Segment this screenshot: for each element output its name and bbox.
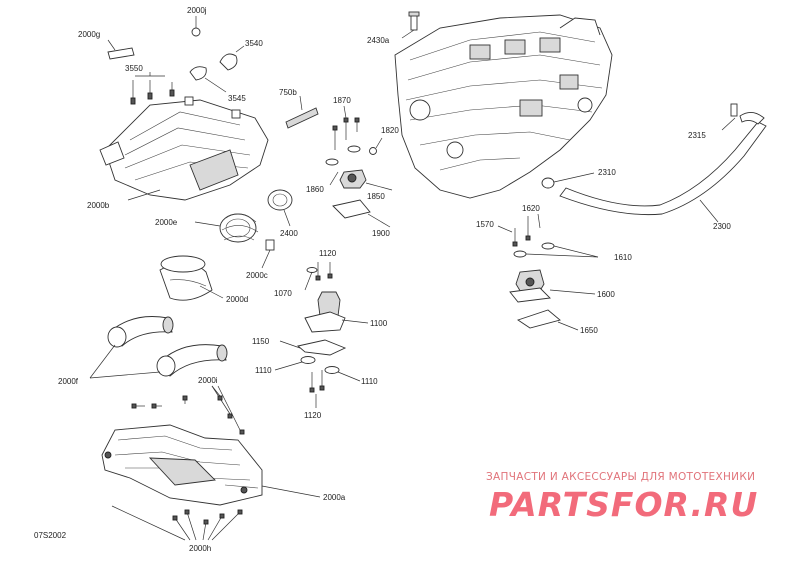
label-1120-lower: 1120 (304, 411, 322, 420)
bolts-2000h (111, 505, 243, 541)
label-2000h: 2000h (189, 544, 211, 553)
bolts-1870 (332, 105, 360, 150)
label-2300: 2300 (713, 222, 731, 231)
label-2000i: 2000i (198, 376, 218, 385)
label-1070: 1070 (274, 289, 292, 298)
label-2000j: 2000j (187, 6, 207, 15)
label-1610: 1610 (614, 253, 632, 262)
screw-2000j (191, 16, 201, 37)
label-1600: 1600 (597, 290, 615, 299)
gasket-2000g (107, 39, 135, 60)
bolts-2000i (131, 385, 245, 435)
label-1100: 1100 (370, 319, 388, 328)
seal-3545 (189, 66, 227, 93)
label-3550: 3550 (125, 64, 143, 73)
label-3545: 3545 (228, 94, 246, 103)
label-2000g: 2000g (78, 30, 100, 39)
label-2430a: 2430a (367, 36, 390, 45)
label-2000c: 2000c (246, 271, 268, 280)
label-1820: 1820 (381, 126, 399, 135)
mount-1600 (497, 213, 599, 331)
label-1110-right: 1110 (361, 377, 378, 386)
watermark-brand: PARTSFOR.RU (489, 485, 759, 524)
engine-block (394, 14, 613, 199)
watermark-tagline: ЗАПЧАСТИ И АКСЕССУАРЫ ДЛЯ МОТОТЕХНИКИ (486, 471, 756, 483)
label-1850: 1850 (367, 192, 385, 201)
label-1620: 1620 (522, 204, 540, 213)
label-2310: 2310 (598, 168, 616, 177)
label-1570: 1570 (476, 220, 494, 229)
bolts-1120-lower (274, 356, 361, 408)
mount-1100 (304, 291, 369, 333)
bolts-3550 (130, 72, 175, 105)
label-3540: 3540 (245, 39, 263, 48)
clamp-2310 (541, 172, 595, 189)
clamp-2000c (261, 239, 275, 269)
label-1650: 1650 (580, 326, 598, 335)
label-2000f: 2000f (58, 377, 79, 386)
label-1110-left: 1110 (255, 366, 272, 375)
label-2000a: 2000a (323, 493, 346, 502)
bracket-1150 (279, 339, 347, 356)
housing-2000a (101, 424, 321, 506)
hose-2300 (559, 121, 767, 223)
label-2000b: 2000b (87, 201, 110, 210)
ring-2400 (267, 189, 293, 227)
label-1120-upper: 1120 (319, 249, 337, 258)
intake-manifold-2000b (99, 96, 269, 201)
ducts-2000f (89, 316, 228, 379)
label-2400: 2400 (280, 229, 298, 238)
label-2000d: 2000d (226, 295, 248, 304)
diagram-code: 07S2002 (34, 531, 67, 540)
label-1870: 1870 (333, 96, 351, 105)
label-2000e: 2000e (155, 218, 178, 227)
bolt-2430a (401, 11, 420, 39)
bracket-1900 (332, 199, 391, 228)
label-2315: 2315 (688, 131, 706, 140)
duct-2000d (159, 255, 224, 301)
fitting-2315 (721, 103, 765, 131)
coupler-2000e (194, 213, 259, 243)
label-1150: 1150 (252, 337, 270, 346)
seal-3540 (219, 45, 245, 71)
part-labels: 2000j 2000g 3540 3550 3545 2430a 750b 18… (58, 6, 731, 553)
label-1900: 1900 (372, 229, 390, 238)
label-1860: 1860 (306, 185, 324, 194)
mount-1850 (325, 145, 393, 191)
nut-1820 (369, 137, 383, 155)
bar-750b (285, 95, 319, 129)
label-750b: 750b (279, 88, 297, 97)
bolts-1120-upper (304, 262, 333, 291)
